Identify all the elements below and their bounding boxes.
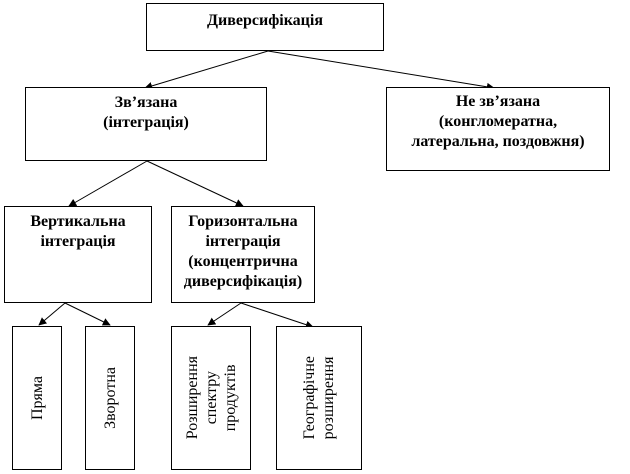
reverse-label: Зворотна: [101, 367, 119, 429]
direct-label: Пряма: [28, 375, 46, 421]
geographic-label: Географічне розширення: [301, 356, 337, 440]
arrow-vertical-to-direct: [38, 302, 66, 326]
unrelated-box: Не зв’язана (конгломератна, латеральна, …: [386, 87, 610, 171]
horizontal-integration-box: Горизонтальна інтеграція (концентрична д…: [171, 206, 315, 303]
root-label: Диверсифікація: [207, 12, 323, 29]
unrelated-label: Не зв’язана (конгломератна, латеральна, …: [411, 93, 585, 150]
reverse-box: Зворотна: [85, 326, 135, 470]
product-range-label: Розширення спектру продуктів: [183, 356, 239, 440]
related-label: Зв’язана (інтеграція): [103, 94, 189, 131]
direct-box: Пряма: [12, 326, 62, 470]
arrow-horizontal-to-geographic: [240, 302, 314, 329]
root-box: Диверсифікація: [146, 3, 384, 51]
arrow-related-to-vertical: [68, 160, 148, 207]
arrow-horizontal-to-product-range: [207, 302, 242, 326]
product-range-box: Розширення спектру продуктів: [171, 326, 251, 470]
arrow-root-to-related: [144, 50, 269, 90]
vertical-integration-label: Вертикальна інтеграція: [30, 213, 126, 250]
geographic-box: Географічне розширення: [276, 326, 362, 470]
arrow-related-to-horizontal: [146, 160, 244, 207]
related-box: Зв’язана (інтеграція): [25, 87, 267, 161]
horizontal-integration-label: Горизонтальна інтеграція (концентрична д…: [183, 213, 303, 290]
arrow-vertical-to-reverse: [64, 302, 111, 326]
vertical-integration-box: Вертикальна інтеграція: [4, 206, 152, 303]
arrow-root-to-unrelated: [267, 50, 495, 91]
